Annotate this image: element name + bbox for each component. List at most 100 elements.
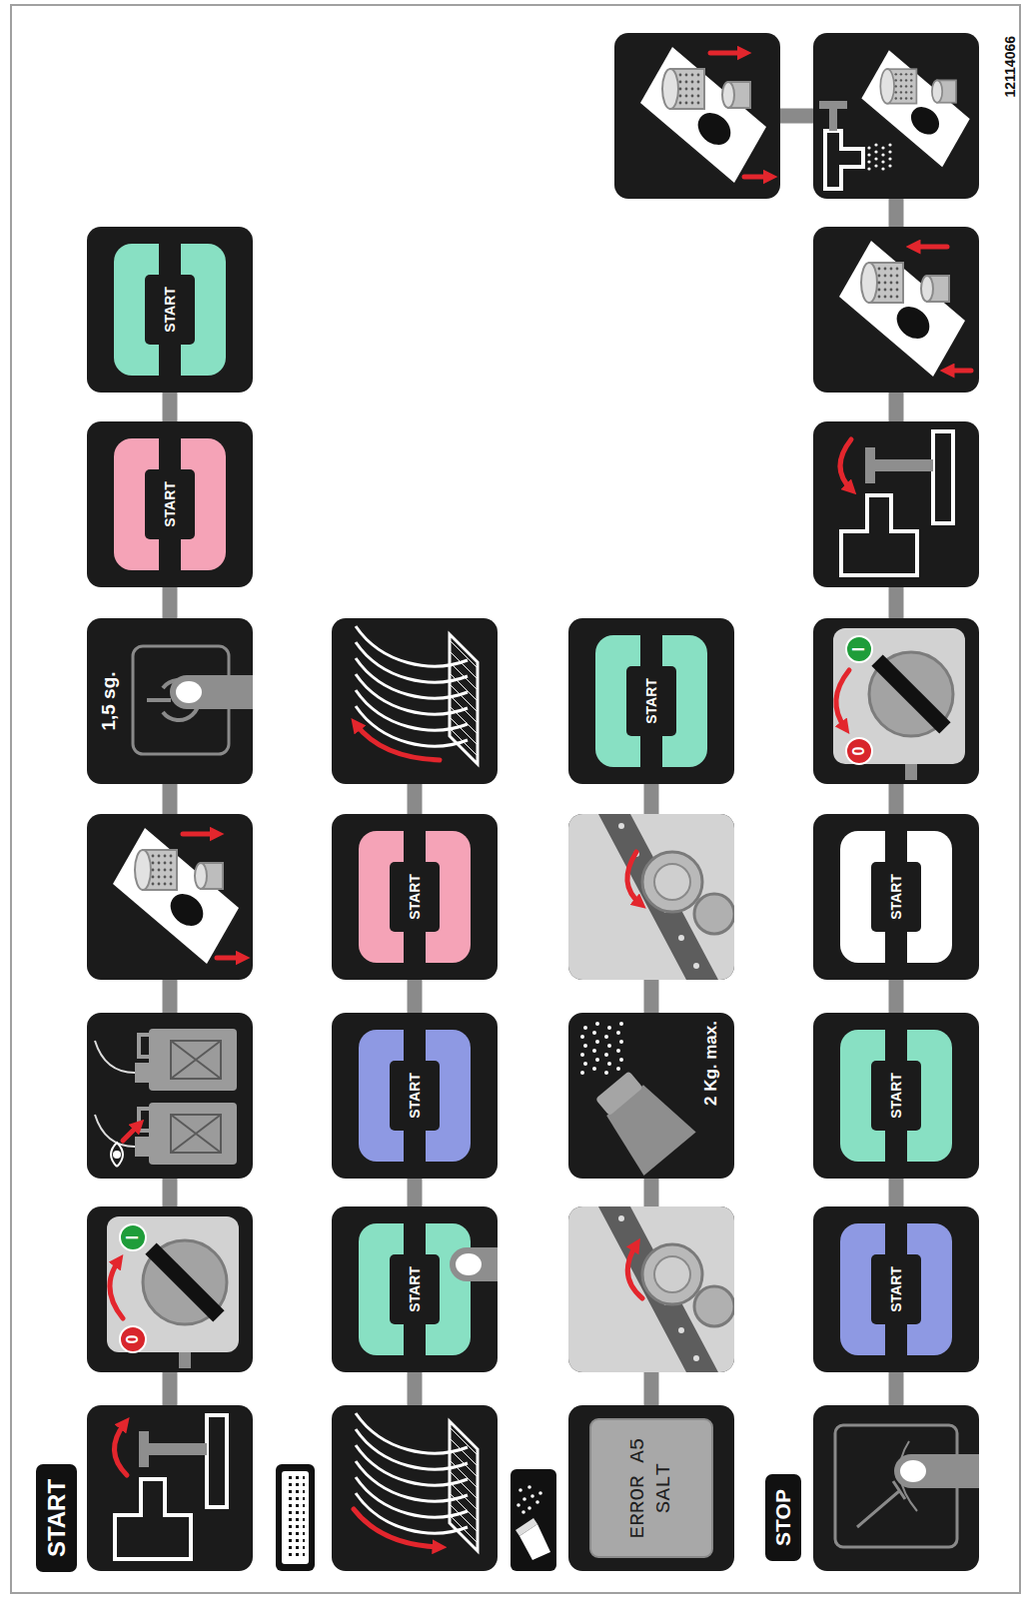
connector-bar — [889, 392, 905, 422]
button-label-box — [389, 862, 440, 933]
eye-outline — [110, 1142, 123, 1167]
tile-icon — [568, 1405, 735, 1572]
button-label: START — [871, 862, 922, 933]
salt-dot — [518, 1488, 523, 1493]
button-label-box — [626, 666, 677, 737]
shaker-cap — [595, 1070, 644, 1116]
rail-hole — [618, 1215, 625, 1222]
lcd-screen — [590, 1419, 713, 1558]
mesh-hole — [890, 267, 894, 271]
pipe-outline — [841, 495, 918, 576]
water-drop — [867, 159, 871, 163]
water-tap-tile — [813, 421, 980, 588]
mesh-hole — [691, 101, 695, 105]
rinse-cap — [694, 894, 735, 935]
button-label: START — [144, 469, 195, 540]
mesh-filter — [134, 850, 177, 891]
red-arrow — [355, 724, 440, 761]
finger-icon — [894, 1454, 980, 1489]
salt-dot — [604, 1070, 609, 1075]
salt-dot — [616, 1048, 621, 1053]
salt-dot — [592, 1030, 597, 1035]
finger-icon — [169, 675, 253, 710]
tile-icon — [568, 814, 735, 981]
water-drop — [881, 159, 885, 163]
red-arrow — [182, 832, 217, 838]
valve-lever — [138, 1431, 149, 1468]
shaker-cap — [515, 1518, 538, 1537]
salt-dot — [619, 1057, 624, 1062]
row-label-text: START — [35, 1464, 77, 1573]
plate-shape — [355, 626, 468, 667]
cylinder-top — [921, 275, 934, 302]
mesh-hole — [900, 90, 903, 93]
salt-dot — [604, 1052, 609, 1057]
salt-dot — [583, 1026, 588, 1030]
mesh-hole — [169, 862, 173, 866]
salt-dot — [592, 1066, 597, 1071]
mesh-hole — [890, 281, 894, 285]
mesh-hole — [905, 90, 908, 93]
water-drop — [888, 156, 892, 160]
start-button-tile: START — [331, 1206, 498, 1373]
connector-bar — [162, 980, 178, 1014]
button-label: START — [626, 666, 677, 737]
mesh-hole — [884, 281, 888, 285]
tile-icon — [813, 226, 980, 393]
salt-dot — [516, 1503, 521, 1508]
mesh-hole — [878, 288, 882, 292]
drain-cylinder — [921, 275, 950, 302]
connector-bar — [644, 784, 660, 815]
tank-label-cross — [170, 1114, 221, 1153]
water-drop — [881, 166, 885, 170]
cylinder-top — [194, 863, 207, 890]
cylinder-top — [662, 68, 679, 109]
red-arrow — [840, 439, 852, 490]
door-rail — [598, 1206, 719, 1373]
photo-background — [568, 814, 735, 981]
filter-clean-tile — [813, 32, 980, 199]
red-arrow — [913, 244, 948, 250]
red-arrow — [109, 1260, 123, 1319]
mesh-hole — [163, 862, 167, 866]
filter-plate — [839, 240, 966, 377]
start-button-tile: START — [813, 1206, 980, 1373]
connector-layer — [169, 115, 897, 1406]
power-button-tile: 1,5 sg. — [86, 618, 253, 785]
start-button-tile: START — [86, 226, 253, 393]
start-button-tile: START — [86, 421, 253, 588]
mesh-hole — [679, 80, 683, 84]
salt-dot — [607, 1043, 612, 1048]
rail-hole — [618, 823, 625, 830]
tank-label-cross — [170, 1040, 221, 1079]
tile-icon — [813, 421, 980, 588]
mesh-hole — [878, 274, 882, 278]
salt-cap-top — [654, 1256, 691, 1293]
on-position-mark: I — [845, 635, 874, 664]
button-label: START — [389, 1254, 440, 1325]
mesh-hole — [900, 96, 903, 99]
switch-knob — [869, 652, 954, 737]
off-position-mark: 0 — [845, 737, 874, 766]
valve-lever — [865, 447, 876, 484]
filter-tile — [813, 226, 980, 393]
salt-dot — [580, 1052, 585, 1057]
water-drop — [874, 163, 878, 167]
connector-bar — [162, 392, 178, 422]
tile-icon — [86, 1405, 253, 1572]
salt-dot — [595, 1057, 600, 1062]
mesh-hole — [900, 72, 903, 75]
dish-rack-tile — [331, 1405, 498, 1572]
tile-icon — [86, 814, 253, 981]
valve-stem — [873, 459, 934, 472]
cylinder-top — [880, 68, 895, 103]
mesh-hole — [163, 869, 167, 873]
salt-dot — [580, 1034, 585, 1039]
connector-bar — [644, 1178, 660, 1207]
mesh-hole — [884, 274, 888, 278]
salt-refill-tile: 2 Kg. max. — [568, 1013, 735, 1179]
salt-dot — [607, 1061, 612, 1066]
start-button-tile: START — [813, 1013, 980, 1179]
red-arrow — [710, 50, 745, 56]
